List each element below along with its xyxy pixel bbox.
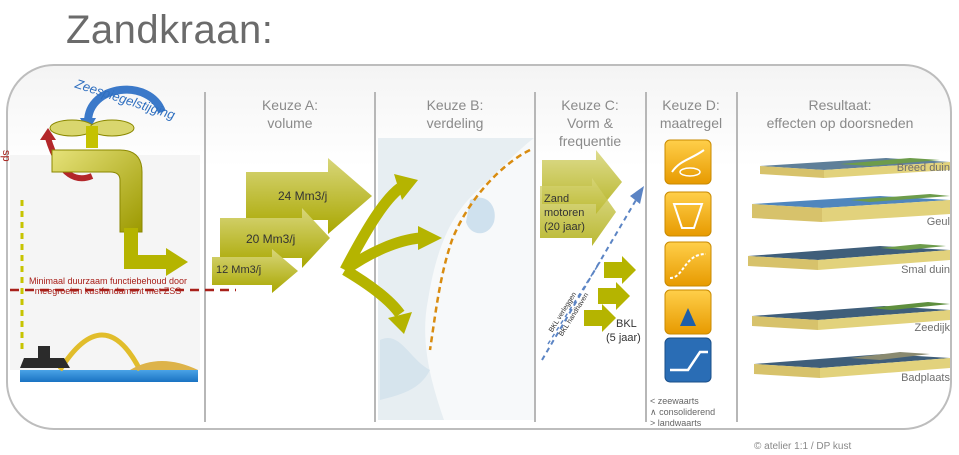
rainbow-spray (57, 332, 143, 372)
divider (736, 92, 738, 422)
measure-icon-2-glyph (672, 203, 704, 229)
volume-arrow-20 (220, 208, 330, 268)
blue-dashed-arrow (541, 199, 637, 361)
copyright: © atelier 1:1 / DP kust (754, 441, 852, 452)
bkl-arrow-1 (604, 256, 636, 284)
sea-level-arrow (84, 85, 166, 123)
volume-arrows (212, 158, 372, 293)
measure-icons (664, 139, 712, 383)
dial-arrow (45, 137, 94, 182)
zand-motoren-label: Zand motoren (20 jaar) (544, 193, 585, 233)
column-header-a: Keuze A: volume (215, 96, 365, 132)
legend-seaward: < zeewaarts (650, 396, 699, 406)
measure-icon-1 (664, 139, 712, 185)
divider (204, 92, 206, 422)
column-header-b-line2: verdeling (426, 115, 484, 131)
dial-arrowhead (40, 128, 56, 140)
cross-section-zeedijk (752, 302, 950, 330)
map-land (425, 138, 534, 420)
column-header-result-line1: Resultaat: (808, 97, 872, 113)
distribution-arrowhead-mid (418, 226, 442, 250)
column-header-result-line2: effecten op doorsneden (766, 115, 914, 131)
volume-label-24: 24 Mm3/j (278, 189, 328, 203)
bkl-period: (5 jaar) (606, 332, 641, 344)
tap-body (51, 149, 143, 233)
distribution-arrowhead-bottom (388, 312, 412, 334)
column-header-d: Keuze D: maatregel (648, 96, 734, 132)
measure-icon-3-glyph (669, 253, 707, 279)
column-header-d-line1: Keuze D: (662, 97, 720, 113)
tap-stem (86, 126, 98, 148)
distribution-arrow-bottom (342, 265, 405, 318)
cross-section-badplaats (754, 352, 950, 378)
tap-flow-arrowhead (166, 248, 188, 276)
legend-consolidating: ∧ consoliderend (650, 407, 716, 417)
volume-label-20: 20 Mm3/j (246, 232, 296, 246)
dredger-cabin (38, 346, 50, 358)
column-header-result: Resultaat: effecten op doorsneden (740, 96, 940, 132)
result-label-zeedijk: Zeedijk (914, 322, 950, 334)
column-header-c-line1: Keuze C: (561, 97, 619, 113)
legend-landward: > landwaarts (650, 418, 702, 428)
minimum-line-label: Minimaal duurzaam functiebehoud door mee… (28, 276, 188, 296)
form-frequency (540, 150, 644, 361)
result-label-badplaats: Badplaats (901, 372, 950, 384)
divider (534, 92, 536, 422)
cross-sections (748, 158, 950, 378)
dial-label: sp (0, 150, 12, 162)
tap-illustration (10, 85, 236, 382)
result-label-smal-duin: Smal duin (901, 264, 950, 276)
column-header-a-line2: volume (267, 115, 313, 131)
distribution-arrow-top (340, 183, 404, 273)
column-header-c-line3: frequentie (558, 133, 622, 149)
dredger-ship (20, 358, 70, 368)
column-header-b-line1: Keuze B: (426, 97, 484, 113)
beach (130, 361, 198, 370)
cross-section-geul (752, 194, 950, 222)
column-header-b: Keuze B: verdeling (380, 96, 530, 132)
coastline-dashed (428, 148, 531, 351)
volume-arrow-24 (246, 158, 372, 234)
column-header-d-line2: maatregel (659, 115, 723, 131)
volume-arrow-12 (212, 249, 298, 293)
cross-section-smal-duin (748, 244, 950, 270)
page-title: Zandkraan: (66, 8, 274, 52)
volume-label-12: 12 Mm3/j (216, 264, 262, 276)
measure-icon-3 (664, 241, 712, 287)
measure-icon-2 (664, 191, 712, 237)
bkl-arrow-2 (598, 282, 630, 310)
distribution-arrow-mid (341, 232, 421, 275)
distribution-arrowhead-top (394, 174, 418, 200)
zand-motoren-arrow (540, 178, 616, 246)
measure-icon-4-glyph (680, 308, 696, 326)
result-label-breed-duin: Breed duin (896, 162, 950, 174)
bkl-label: BKL (616, 318, 637, 330)
result-label-geul: Geul (926, 216, 950, 228)
map-lake (466, 197, 495, 234)
blue-dashed-arrowhead (630, 186, 644, 204)
column-header-a-line1: Keuze A: (261, 97, 319, 113)
measure-icon-5 (664, 337, 712, 383)
map-delta (380, 337, 430, 400)
cross-section-breed-duin (760, 158, 950, 178)
tap-flow (124, 228, 170, 269)
measure-icon-5-glyph (670, 350, 708, 372)
column-header-c: Keuze C: Vorm & frequentie (538, 96, 642, 150)
bkl-arrow-3 (584, 304, 616, 332)
blue-dashed-line-2 (547, 261, 601, 345)
divider (645, 92, 647, 422)
measure-icon-1-glyph (671, 149, 705, 173)
netherlands-map (340, 138, 534, 420)
sea (20, 370, 198, 382)
column-header-c-line2: Vorm & (567, 115, 613, 131)
